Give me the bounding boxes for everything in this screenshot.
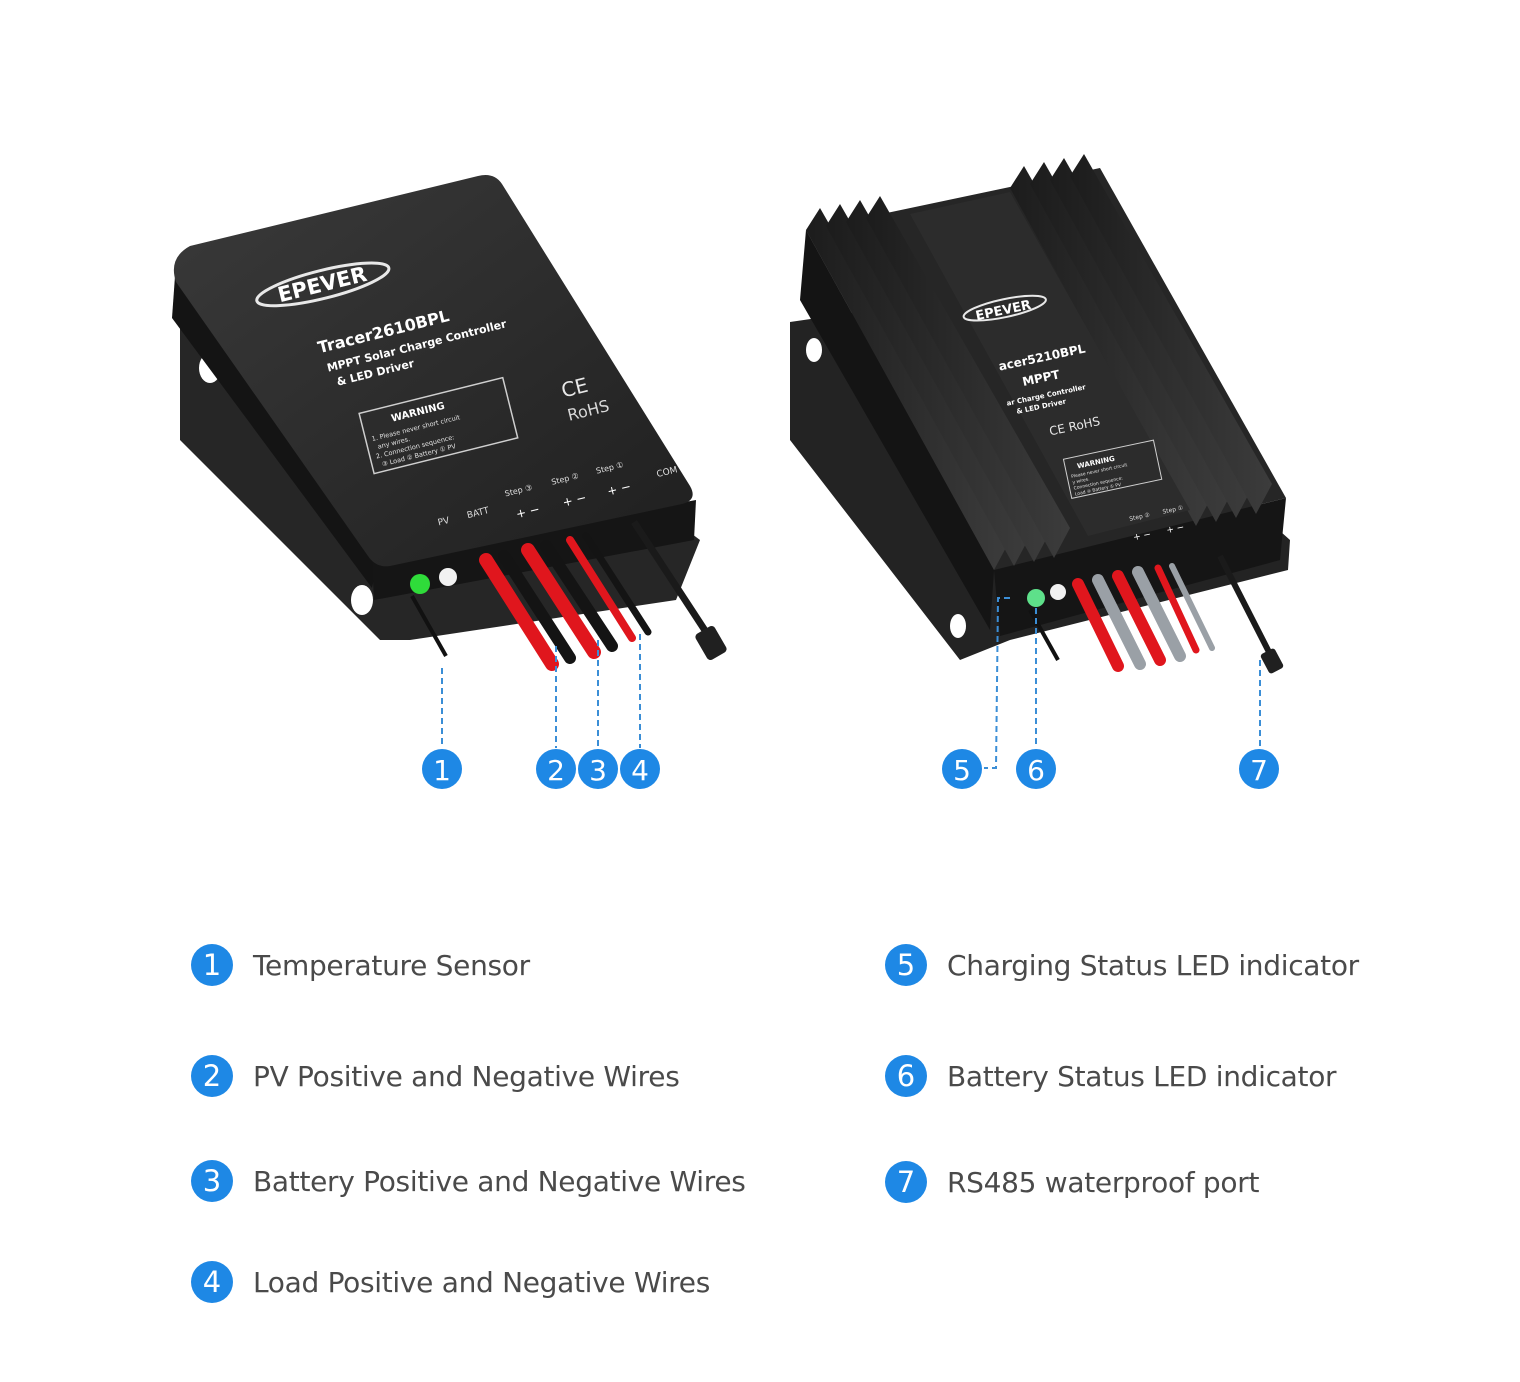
right-led-green [1027,589,1045,607]
left-pm-2: + − [561,490,588,509]
right-com-cable [1217,554,1273,656]
left-com-plug [695,625,727,661]
legend-label-7: RS485 waterproof port [947,1165,1260,1199]
left-wire-3 [521,543,601,659]
legend-item-2: 2 PV Positive and Negative Wires [191,1053,680,1099]
right-step2: Step ② [1129,511,1152,522]
callout-1-circle [422,749,462,789]
callout-1-number: 1 [433,754,451,787]
legend-badge-2: 2 [191,1055,233,1097]
legend-badge-1: 1 [191,944,233,986]
callout-6-circle [1016,749,1056,789]
right-pm-1: + − [1166,523,1186,537]
legend-label-3: Battery Positive and Negative Wires [253,1164,746,1198]
right-com-plug [1260,648,1284,674]
callout-3: 3 [578,749,618,789]
right-step1: Step ① [1162,504,1184,515]
right-wire-bundle [1072,563,1215,672]
callout-4: 4 [620,749,660,789]
callout-5-circle [942,749,982,789]
callout-6-number: 6 [1027,754,1045,787]
right-wire-2 [1092,574,1146,670]
right-label-panel [910,192,1190,536]
left-wire-4 [540,540,618,652]
diagram-illustration: EPEVER Tracer2610BPL MPPT Solar Charge C… [172,154,1290,789]
legend-label-6: Battery Status LED indicator [947,1059,1337,1093]
legend-badge-3: 3 [191,1160,233,1202]
legend-label-2: PV Positive and Negative Wires [253,1059,680,1093]
left-pm-1: + − [606,479,633,498]
legend-badge-5: 5 [885,944,927,986]
legend-item-4: 4 Load Positive and Negative Wires [191,1259,710,1305]
callout-2: 2 [536,749,576,789]
left-led-white [439,568,457,586]
right-wire-5 [1154,564,1200,654]
legend-item-1: 1 Temperature Sensor [191,942,530,988]
right-mount-hole-top [806,338,822,362]
callout-6: 6 [1016,749,1056,789]
legend-label-5: Charging Status LED indicator [947,948,1359,982]
left-mount-hole-bottom [351,585,373,615]
callout-5-number: 5 [953,754,971,787]
right-pm-2: + − [1132,530,1152,544]
right-warning-l2: y wires. [1072,476,1090,485]
left-body-side [172,276,378,588]
callout-1: 1 [422,749,462,789]
legend-item-6: 6 Battery Status LED indicator [885,1053,1337,1099]
callout-7-number: 7 [1250,754,1268,787]
left-wire-bundle [479,532,652,671]
legend-label-4: Load Positive and Negative Wires [253,1265,711,1299]
legend-badge-6: 6 [885,1055,927,1097]
left-wire-2 [498,550,576,664]
left-temp-sensor-wire [410,595,448,657]
right-brand-swoosh [962,294,1047,322]
leader-5 [984,597,1010,769]
left-com: COM [656,465,679,480]
callout-3-circle [578,749,618,789]
right-wire-6 [1169,563,1215,651]
legend-badge-7: 7 [885,1161,927,1203]
right-wire-4 [1132,566,1186,662]
legend-badge-4: 4 [191,1261,233,1303]
right-heatsink-fins [806,154,1272,570]
right-temp-sensor-wire [1028,609,1060,661]
callout-7: 7 [1239,749,1279,789]
legend-label-1: Temperature Sensor [253,948,530,982]
left-wire-5 [566,536,636,642]
callout-7-circle [1239,749,1279,789]
callout-4-number: 4 [631,754,649,787]
callout-2-circle [536,749,576,789]
left-warning-box [358,376,519,475]
left-wire-6 [582,532,652,636]
legend-item-5: 5 Charging Status LED indicator [885,942,1359,988]
left-led-green [410,574,430,594]
right-wire-3 [1112,570,1166,666]
left-wire-1 [479,553,559,671]
callout-3-number: 3 [589,754,607,787]
left-brand-swoosh [255,261,391,308]
leader-lines [441,597,1261,769]
callout-5: 5 [942,749,982,789]
controller-left: EPEVER Tracer2610BPL MPPT Solar Charge C… [172,175,727,671]
left-pv: PV [437,516,451,529]
callout-2-number: 2 [547,754,565,787]
right-mount-hole-bottom [950,614,966,638]
left-pm-3: + − [515,502,542,521]
callout-4-circle [620,749,660,789]
right-led-white [1050,584,1066,600]
left-body-top [173,175,693,567]
legend-item-3: 3 Battery Positive and Negative Wires [191,1158,746,1204]
left-com-cable [631,520,709,634]
legend-item-7: 7 RS485 waterproof port [885,1159,1259,1205]
controller-right: EPEVER acer5210BPL MPPT ar Charge Contro… [790,154,1290,674]
right-body-side [800,230,994,630]
right-wire-1 [1072,578,1124,672]
right-warning-box [1062,439,1163,499]
